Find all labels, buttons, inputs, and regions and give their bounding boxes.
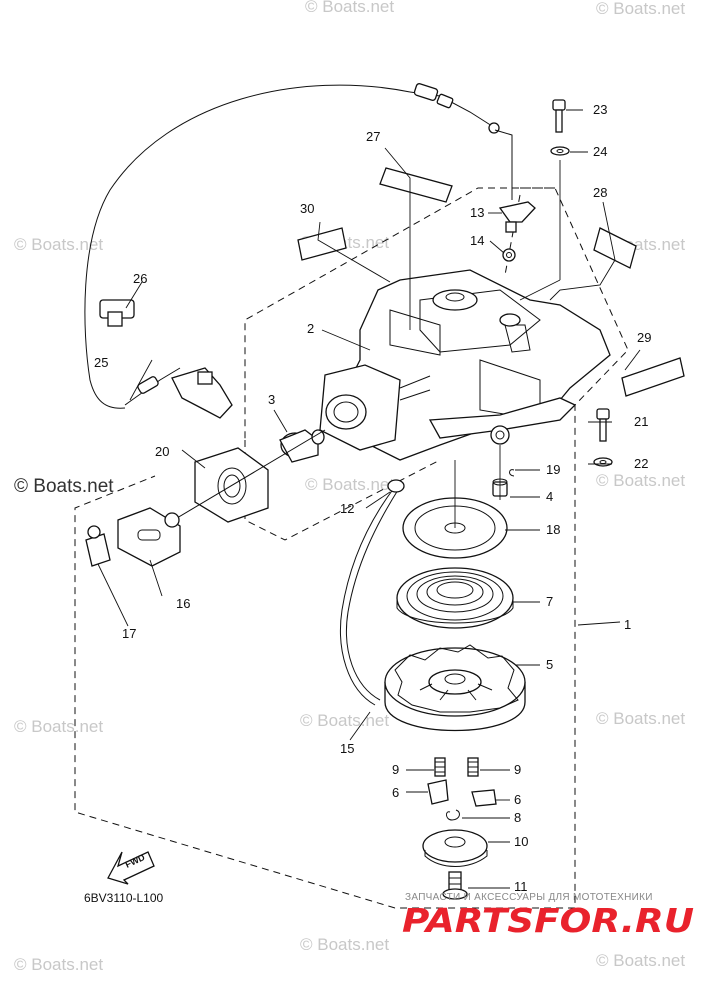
watermark: © Boats.net: [14, 955, 103, 974]
decals: [297, 167, 685, 397]
watermark: © Boats.net: [596, 471, 685, 490]
callout-25: 25: [94, 355, 108, 370]
callout-6-right: 6: [514, 792, 521, 807]
callout-4: 4: [546, 489, 553, 504]
fwd-arrow-icon: FWD: [107, 851, 155, 885]
drive-plate-10: [422, 829, 488, 867]
parts-25-26: [99, 299, 233, 419]
callout-5: 5: [546, 657, 553, 672]
callout-30: 30: [300, 201, 314, 216]
callout-11: 11: [514, 879, 528, 894]
pulley-5: [384, 644, 526, 732]
decal-28: [593, 227, 637, 269]
callout-18: 18: [546, 522, 560, 537]
callout-14: 14: [470, 233, 484, 248]
callout-12: 12: [340, 501, 354, 516]
cable-loop: [84, 83, 513, 409]
parts-4-19: [492, 469, 515, 497]
pawls-springs: [427, 757, 497, 821]
parts-13-14: [498, 201, 536, 327]
callout-8: 8: [514, 810, 521, 825]
callout-6-left: 6: [392, 785, 399, 800]
callout-23: 23: [593, 102, 607, 117]
leader-lines: [97, 109, 641, 889]
parts-16-17: [85, 507, 181, 567]
watermark: © Boats.net: [300, 935, 389, 954]
callout-24: 24: [593, 144, 607, 159]
promo-tagline: ЗАПЧАСТИ И АКСЕССУАРЫ ДЛЯ МОТОТЕХНИКИ: [405, 892, 653, 903]
watermark: © Boats.net: [14, 717, 103, 736]
callout-29: 29: [637, 330, 651, 345]
callout-3: 3: [268, 392, 275, 407]
callout-2: 2: [307, 321, 314, 336]
grommet-20: [194, 447, 269, 523]
watermark-dark: © Boats.net: [14, 476, 114, 497]
watermark: © Boats.net: [300, 711, 389, 730]
callout-27: 27: [366, 129, 380, 144]
callout-17: 17: [122, 626, 136, 641]
callout-19: 19: [546, 462, 560, 477]
rope-12-15: [339, 479, 405, 706]
watermark: © Boats.net: [596, 0, 685, 18]
callout-13: 13: [470, 205, 484, 220]
watermarks: © Boats.net © Boats.net © Boats.net © Bo…: [14, 0, 685, 974]
promo-overlay: ЗАПЧАСТИ И АКСЕССУАРЫ ДЛЯ МОТОТЕХНИКИ PA…: [402, 892, 694, 940]
callout-21: 21: [634, 414, 648, 429]
decal-29: [621, 357, 685, 397]
callout-10: 10: [514, 834, 528, 849]
callouts: 1 2 3 4 5 6 6 7 8 9 9 10 11 12 13 14 15 …: [94, 102, 651, 894]
callout-22: 22: [634, 456, 648, 471]
decal-30: [297, 227, 347, 261]
watermark: © Boats.net: [596, 709, 685, 728]
callout-20: 20: [155, 444, 169, 459]
callout-9-left: 9: [392, 762, 399, 777]
callout-1: 1: [624, 617, 631, 632]
callout-26: 26: [133, 271, 147, 286]
callout-28: 28: [593, 185, 607, 200]
bolt-11: [442, 871, 468, 900]
decal-27: [379, 167, 453, 203]
callout-7: 7: [546, 594, 553, 609]
promo-logo: PARTSFOR.RU: [402, 901, 694, 940]
spring-7: [396, 567, 514, 629]
watermark: © Boats.net: [305, 0, 394, 16]
watermark: © Boats.net: [305, 475, 394, 494]
diagram-code: 6BV3110-L100: [84, 891, 164, 905]
callout-9-right: 9: [514, 762, 521, 777]
starter-housing-2: [319, 269, 611, 461]
callout-15: 15: [340, 741, 354, 756]
watermark: © Boats.net: [14, 235, 103, 254]
callout-16: 16: [176, 596, 190, 611]
watermark: © Boats.net: [596, 951, 685, 970]
